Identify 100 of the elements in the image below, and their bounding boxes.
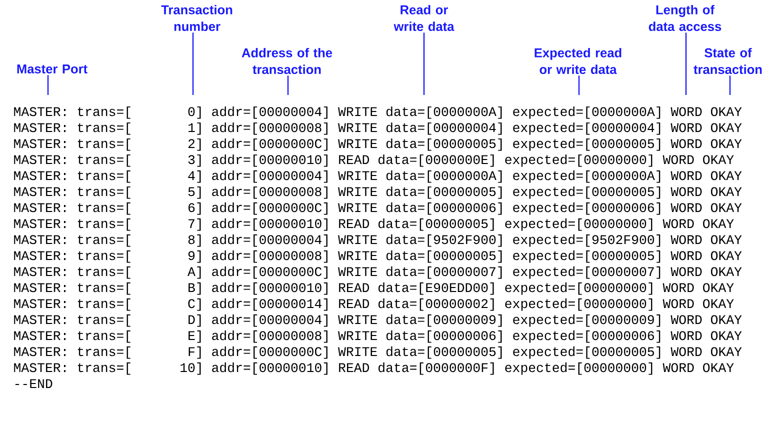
label: READ (339, 219, 370, 228)
log-line: MASTER: trans=[ E] addr=[00000008] WRITE data=[00000006] expected=[00000006] WORD OKAY (14, 330, 742, 343)
label: MASTER: trans=[ (14, 170, 130, 183)
label: F] (188, 346, 201, 359)
log-line: MASTER: trans=[ 7] addr=[00000010] READ data=[00000005] expected=[00000000] WORD OKAY (14, 218, 734, 231)
callout-label: Length of data access (648, 4, 722, 32)
label: OKAY (710, 267, 742, 276)
label: OKAY (703, 299, 734, 308)
label: MASTER: trans=[ (14, 154, 130, 167)
label: WORD (662, 155, 694, 164)
label: data=[00000005] (386, 186, 502, 199)
label: A] (188, 266, 201, 279)
label: 4] (188, 170, 201, 183)
label: MASTER: trans=[ (14, 138, 130, 151)
label: expected=[00000007] (513, 266, 660, 279)
label: 3] (188, 154, 201, 167)
label: WORD (670, 331, 702, 340)
label: WRITE (338, 187, 377, 196)
label: expected=[00000005] (513, 250, 660, 263)
callout-label: Transaction number (161, 4, 232, 32)
label: data=[0000000A] (386, 106, 502, 119)
label: data=[0000000E] (378, 154, 494, 167)
label: READ (339, 363, 370, 372)
label: C] (188, 298, 201, 311)
log-line: MASTER: trans=[ 3] addr=[00000010] READ data=[0000000E] expected=[00000000] WORD OKAY (14, 154, 734, 167)
label: addr=[00000010] (212, 282, 328, 295)
label: B] (188, 282, 201, 295)
callout-label: Read or write data (394, 4, 454, 32)
label: WRITE (338, 123, 377, 132)
label: addr=[00000008] (212, 250, 328, 263)
label: 2] (188, 138, 201, 151)
label: addr=[00000008] (212, 122, 328, 135)
leader-line (578, 76, 580, 95)
label: addr=[0000000C] (212, 346, 328, 359)
label: MASTER: trans=[ (14, 186, 130, 199)
label: MASTER: trans=[ (14, 218, 130, 231)
label: addr=[00000004] (212, 106, 328, 119)
label: MASTER: trans=[ (14, 298, 130, 311)
log-line: MASTER: trans=[ 5] addr=[00000008] WRITE data=[00000005] expected=[00000005] WORD OKAY (14, 186, 742, 199)
label: OKAY (710, 123, 742, 132)
label: WORD (662, 299, 694, 308)
label: WORD (670, 107, 702, 116)
label: expected=[00000006] (513, 330, 660, 343)
label: MASTER: trans=[ (14, 314, 130, 327)
log-line: MASTER: trans=[ 9] addr=[00000008] WRITE data=[00000005] expected=[00000005] WORD OKAY (14, 250, 742, 263)
label: OKAY (710, 187, 742, 196)
label: addr=[00000014] (212, 298, 328, 311)
label: OKAY (703, 363, 734, 372)
label: OKAY (703, 219, 734, 228)
leader-line (685, 32, 687, 95)
label: WRITE (338, 347, 377, 356)
label: expected=[00000000] (505, 362, 652, 375)
log-line: MASTER: trans=[ 8] addr=[00000004] WRITE data=[9502F900] expected=[9502F900] WORD OKAY (14, 234, 742, 247)
log-line: MASTER: trans=[ D] addr=[00000004] WRITE data=[00000009] expected=[00000009] WORD OKAY (14, 314, 742, 327)
label: data=[00000006] (386, 330, 502, 343)
label: data=[E90EDD00] (378, 282, 494, 295)
label: MASTER: trans=[ (14, 202, 130, 215)
log-line: MASTER: trans=[ F] addr=[0000000C] WRITE data=[00000005] expected=[00000005] WORD OKAY (14, 346, 742, 359)
label: addr=[00000008] (212, 330, 328, 343)
label: 5] (188, 186, 201, 199)
label: expected=[0000000A] (513, 106, 660, 119)
label: WORD (670, 315, 702, 324)
label: 10] (180, 362, 201, 375)
label: data=[00000005] (378, 218, 494, 231)
label: expected=[00000000] (505, 218, 652, 231)
label: WRITE (338, 251, 377, 260)
label: READ (339, 283, 370, 292)
label: data=[00000005] (386, 346, 502, 359)
label: addr=[00000010] (212, 218, 328, 231)
label: expected=[00000005] (513, 346, 660, 359)
callout-label: Address of the transaction (242, 48, 332, 74)
label: 9] (188, 250, 201, 263)
label: READ (339, 155, 370, 164)
label: addr=[00000010] (212, 362, 328, 375)
label: WRITE (338, 331, 377, 340)
label: WORD (670, 187, 702, 196)
label: data=[00000006] (386, 202, 502, 215)
label: MASTER: trans=[ (14, 282, 130, 295)
log-line: MASTER: trans=[ 0] addr=[00000004] WRITE data=[0000000A] expected=[0000000A] WORD OKAY (14, 106, 742, 119)
leader-line (423, 32, 425, 95)
label: MASTER: trans=[ (14, 266, 130, 279)
label: addr=[0000000C] (212, 202, 328, 215)
label: WRITE (338, 315, 377, 324)
label: expected=[00000000] (505, 154, 652, 167)
callout-label: Master Port (17, 64, 88, 74)
label: OKAY (703, 283, 734, 292)
label: MASTER: trans=[ (14, 346, 130, 359)
leader-line (287, 76, 289, 95)
label: expected=[00000000] (505, 282, 652, 295)
label: OKAY (710, 171, 742, 180)
label: data=[00000002] (378, 298, 494, 311)
label: WORD (670, 267, 702, 276)
label: WRITE (338, 203, 377, 212)
label: 8] (188, 234, 201, 247)
label: addr=[00000004] (212, 170, 328, 183)
label: data=[00000005] (386, 138, 502, 151)
label: data=[9502F900] (386, 234, 502, 247)
label: addr=[0000000C] (212, 138, 328, 151)
label: expected=[00000005] (513, 186, 660, 199)
label: addr=[00000004] (212, 314, 328, 327)
